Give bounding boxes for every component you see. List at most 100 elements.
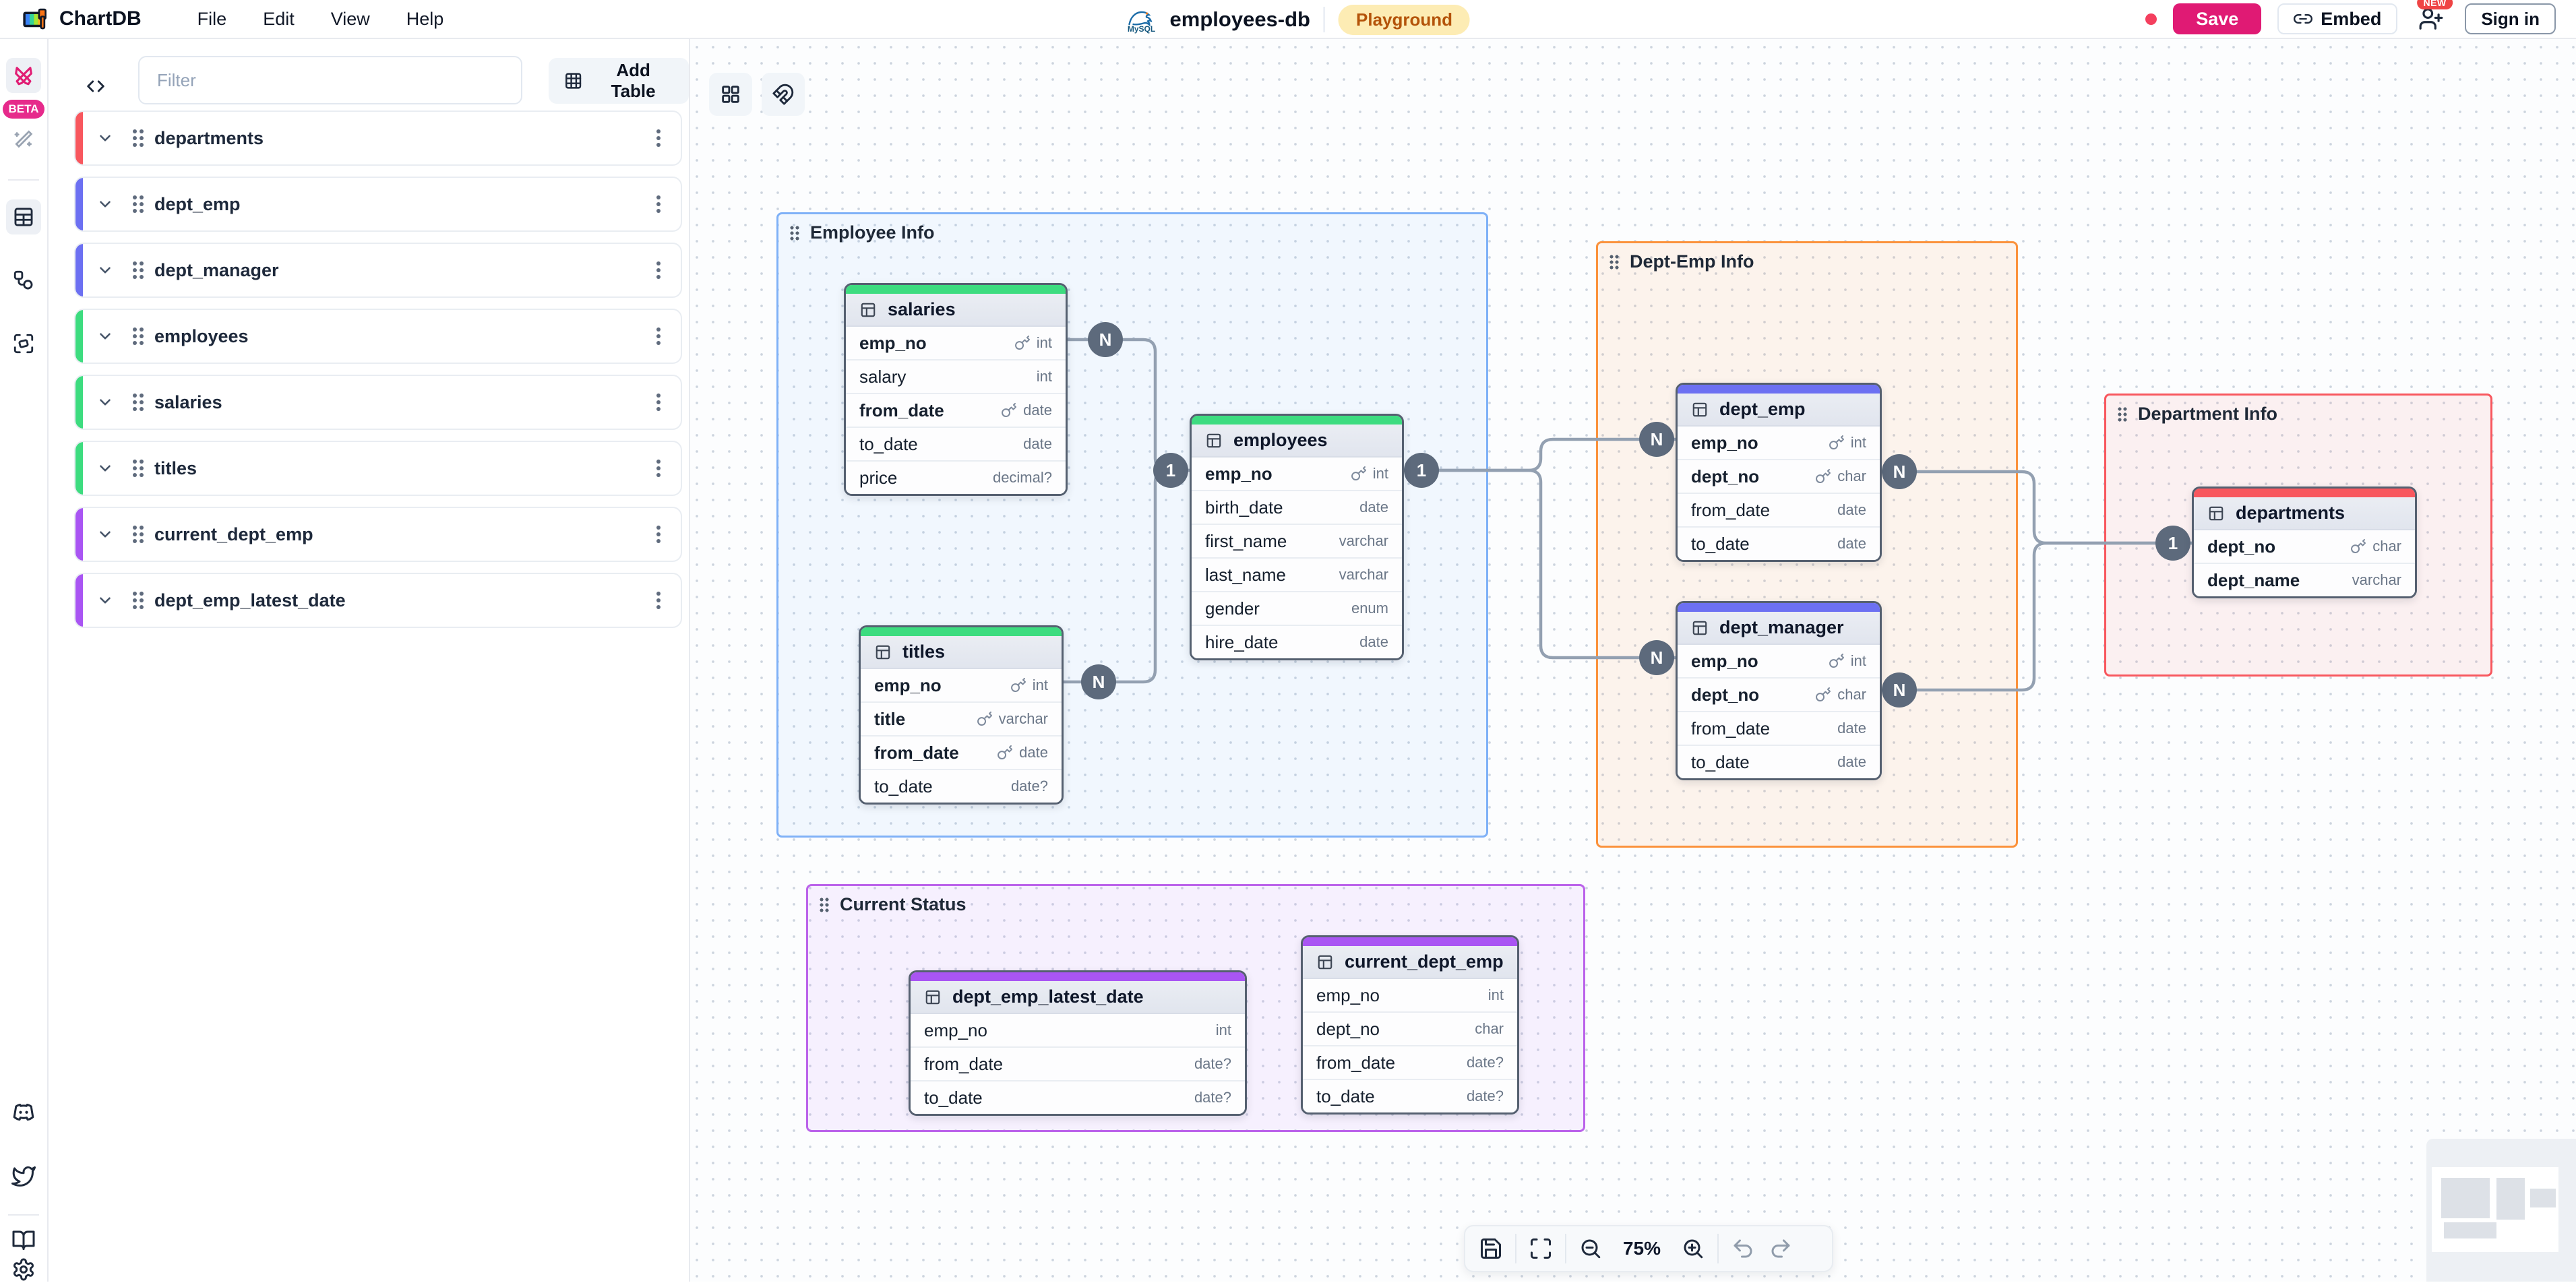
kebab-icon[interactable] [656, 466, 661, 470]
drag-handle-icon[interactable] [133, 136, 137, 140]
menu-help[interactable]: Help [406, 8, 444, 29]
table-header[interactable]: titles [861, 636, 1062, 669]
sidebar-tab-tables[interactable] [6, 199, 41, 234]
redo-button[interactable] [1762, 1230, 1800, 1267]
table-header[interactable]: dept_emp [1678, 394, 1880, 427]
kebab-icon[interactable] [656, 598, 661, 602]
minimap[interactable] [2426, 1139, 2576, 1282]
drag-handle-icon[interactable] [133, 400, 137, 404]
chevron-down-icon[interactable] [96, 592, 114, 609]
kebab-icon[interactable] [656, 334, 661, 338]
sidebar-item-dept_emp[interactable]: dept_emp [74, 177, 682, 232]
sidebar-item-titles[interactable]: titles [74, 441, 682, 496]
sidebar-item-employees[interactable]: employees [74, 309, 682, 364]
drag-handle-icon[interactable] [133, 334, 137, 338]
drag-handle-icon[interactable] [1609, 254, 1619, 270]
brand[interactable]: ChartDB [20, 5, 142, 33]
magnet-button[interactable] [762, 73, 805, 116]
zoom-out-button[interactable] [1572, 1230, 1609, 1267]
drag-handle-icon[interactable] [133, 268, 137, 272]
table-header[interactable]: departments [2194, 497, 2415, 530]
menu-view[interactable]: View [330, 8, 370, 29]
undo-button[interactable] [1724, 1230, 1762, 1267]
zoom-in-button[interactable] [1674, 1230, 1712, 1267]
diagram-name[interactable]: employees-db [1169, 7, 1311, 31]
chevron-down-icon[interactable] [96, 394, 114, 411]
zoom-level[interactable]: 75% [1622, 1238, 1661, 1259]
drag-handle-icon[interactable] [2117, 406, 2127, 422]
sidebar-item-salaries[interactable]: salaries [74, 375, 682, 430]
table-header[interactable]: employees [1192, 425, 1402, 458]
chevron-down-icon[interactable] [96, 526, 114, 543]
drag-handle-icon[interactable] [819, 897, 829, 912]
invite-user-button[interactable]: NEW [2414, 0, 2453, 36]
twitter-link[interactable] [6, 1159, 41, 1194]
save-button[interactable]: Save [2173, 3, 2262, 34]
kebab-icon[interactable] [656, 202, 661, 206]
sidebar-item-departments[interactable]: departments [74, 111, 682, 166]
settings-button[interactable] [6, 1252, 41, 1287]
filter-input[interactable] [138, 56, 522, 104]
table-header[interactable]: dept_manager [1678, 612, 1880, 645]
chevron-down-icon[interactable] [96, 460, 114, 477]
drag-handle-icon[interactable] [133, 598, 137, 602]
add-table-button[interactable]: Add Table [549, 58, 689, 104]
kebab-icon[interactable] [656, 400, 661, 404]
kebab-icon[interactable] [656, 268, 661, 272]
code-view-button[interactable] [74, 65, 117, 108]
menu-edit[interactable]: Edit [263, 8, 295, 29]
drag-handle-icon[interactable] [133, 202, 137, 206]
chevron-down-icon[interactable] [96, 327, 114, 345]
kebab-icon[interactable] [656, 136, 661, 140]
chevron-down-icon[interactable] [96, 129, 114, 147]
sidebar-tab-relationships[interactable] [6, 263, 41, 298]
signin-button[interactable]: Sign in [2465, 3, 2556, 34]
kebab-icon[interactable] [656, 532, 661, 536]
fit-view-button[interactable] [1522, 1230, 1560, 1267]
sidebar-item-dept_emp_latest_date[interactable]: dept_emp_latest_date [74, 573, 682, 628]
discord-link[interactable] [6, 1094, 41, 1129]
magic-wand-button[interactable] [6, 121, 41, 156]
drag-handle-icon[interactable] [133, 466, 137, 470]
chevron-down-icon[interactable] [96, 195, 114, 213]
chevron-down-icon[interactable] [96, 261, 114, 279]
editor-button[interactable] [6, 58, 41, 93]
drag-handle-icon[interactable] [789, 225, 799, 241]
docs-link[interactable] [6, 1222, 41, 1257]
table-header[interactable]: salaries [846, 294, 1066, 327]
drag-handle-icon[interactable] [133, 532, 137, 536]
